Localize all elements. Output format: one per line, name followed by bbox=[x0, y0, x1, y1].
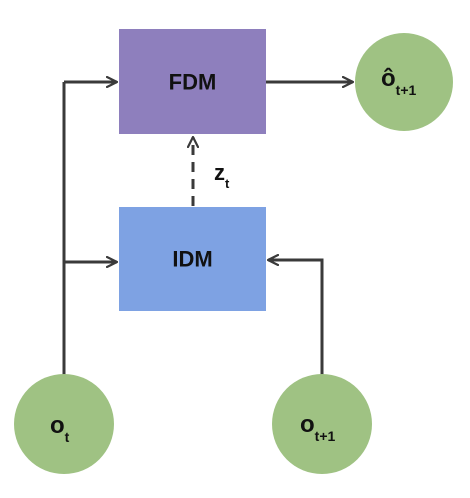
node-o-t bbox=[14, 374, 114, 474]
fdm-box bbox=[119, 29, 266, 134]
idm-box bbox=[119, 207, 266, 311]
latent-z-sub: t bbox=[225, 176, 230, 191]
node-o-t1-main: o bbox=[300, 411, 315, 438]
node-o-t1 bbox=[272, 374, 372, 474]
fdm-label: FDM bbox=[169, 70, 217, 95]
arrow-o-t1-to-idm bbox=[268, 260, 324, 378]
latent-z-label: zt bbox=[214, 160, 230, 191]
node-o-hat-t1-main: ô bbox=[381, 65, 396, 92]
node-o-hat-t1 bbox=[355, 33, 453, 131]
connector-lines bbox=[62, 82, 353, 385]
node-o-t-sub: t bbox=[65, 429, 70, 445]
node-o-t-main: o bbox=[50, 412, 65, 439]
node-o-t-label: ot bbox=[50, 412, 70, 445]
node-o-hat-t1-label: ôt+1 bbox=[381, 65, 417, 98]
node-o-t1-label: ot+1 bbox=[300, 411, 336, 444]
latent-z-main: z bbox=[214, 160, 225, 185]
node-o-t1-sub: t+1 bbox=[315, 428, 336, 444]
node-o-hat-t1-sub: t+1 bbox=[396, 82, 417, 98]
idm-label: IDM bbox=[172, 247, 212, 272]
